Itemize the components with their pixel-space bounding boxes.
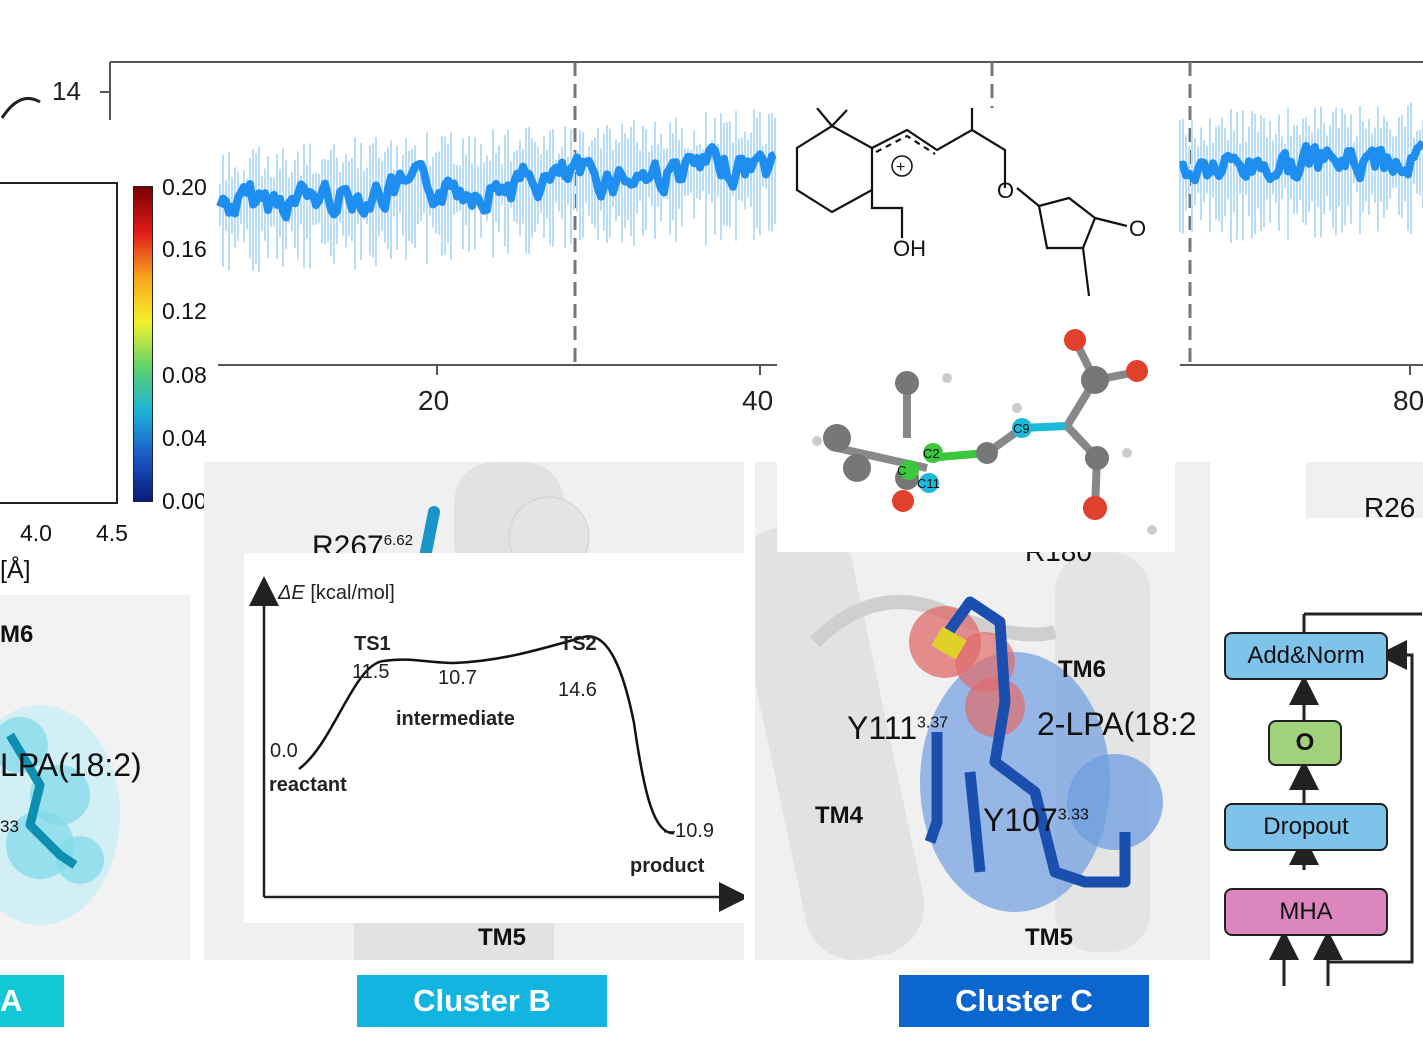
charge-symbol: + [896, 159, 905, 176]
energy-label-product: product [630, 855, 705, 877]
atom-label-c11: C11 [917, 476, 940, 491]
oxygen-label-1: O [997, 178, 1014, 203]
x-tick-label: 80 [1393, 385, 1423, 416]
tm6-label: M6 [0, 621, 34, 648]
colorbar-tick-label: 0.16 [162, 236, 207, 262]
trajectory-plot: 14 20 40 80 [0, 0, 1423, 470]
energy-value-ts2: 14.6 [558, 679, 597, 701]
atom-label-c2: C2 [923, 446, 940, 461]
cluster-c-label: Cluster C [899, 975, 1149, 1027]
transformer-connectors [1269, 612, 1422, 986]
energy-label-reactant: reactant [269, 774, 347, 796]
residue-y111-name: Y111 [847, 710, 917, 746]
energy-label-ts1: TS1 [354, 633, 391, 655]
transformer-block: Add&Norm O Dropout MHA [1200, 600, 1423, 1000]
residue-fragment-label: R26 [1364, 492, 1416, 518]
heatmap-x-tick-label: 4.0 [20, 520, 52, 546]
tm4-label: TM4 [815, 802, 863, 829]
tm5-label-c: TM5 [1025, 924, 1073, 951]
ligand-label: LPA(18:2) [0, 747, 142, 783]
energy-label-intermediate: intermediate [396, 708, 515, 730]
energy-diagram: ΔE [kcal/mol] 0.0 reactant TS1 11.5 10.7… [244, 553, 744, 923]
x-tick-label: 20 [418, 385, 449, 416]
x-tick-label: 40 [742, 385, 773, 416]
colorbar-gradient [133, 186, 153, 502]
y-tick-label: 14 [52, 76, 81, 106]
residue-y107-number: 3.33 [1057, 806, 1089, 824]
residue-y107-label: Y1073.33 [983, 802, 1089, 839]
energy-y-label: ΔE [kcal/mol] [277, 582, 395, 604]
atom-label-c9: C9 [1013, 421, 1030, 436]
cluster-b-label: Cluster B [357, 975, 607, 1027]
residue-sup-label: 33 [0, 817, 19, 836]
structure-2d [795, 108, 1128, 297]
oxygen-label-2: O [1129, 216, 1146, 241]
trajectory-svg: 14 20 40 80 [0, 61, 1423, 416]
residue-number: 6.62 [383, 532, 413, 549]
molecule-panel: + OH O O [777, 108, 1175, 552]
ligand-label-c: 2-LPA(18:2 [1037, 706, 1197, 742]
heatmap-frame [0, 182, 118, 504]
structure-3d [812, 329, 1157, 535]
residue-y111-label: Y1113.37 [847, 710, 948, 747]
energy-value-reactant: 0.0 [270, 740, 298, 762]
colorbar-tick-label: 0.00 [162, 488, 207, 514]
molecule-svg: + OH O O [795, 108, 1157, 535]
residue-y107-name: Y107 [983, 802, 1058, 838]
protein-panel-fragment: R26 [1306, 462, 1423, 518]
residue-y111-number: 3.37 [916, 714, 949, 732]
colorbar-tick-label: 0.12 [162, 298, 207, 324]
colorbar-tick-label: 0.04 [162, 425, 207, 451]
y-axis-label-fragment [0, 97, 41, 119]
energy-profile-curve [298, 635, 675, 835]
colorbar-panel: 0.20 0.16 0.12 0.08 0.04 0.00 4.0 4.5 [Å… [0, 174, 220, 592]
dropout-block: Dropout [1224, 803, 1388, 851]
output-block: O [1268, 720, 1342, 766]
energy-diagram-svg: ΔE [kcal/mol] 0.0 reactant TS1 11.5 10.7… [249, 576, 744, 912]
trajectory-line [1179, 139, 1423, 185]
heatmap-x-unit: [Å] [0, 556, 31, 584]
add-norm-block: Add&Norm [1224, 632, 1388, 680]
protein-render-a [0, 705, 120, 925]
protein-panel-a: M6 LPA(18:2) 33 [0, 595, 190, 960]
trajectory-line [216, 143, 777, 222]
tm6-label-c: TM6 [1058, 656, 1106, 683]
colorbar-tick-label: 0.08 [162, 362, 207, 388]
energy-value-product: –10.9 [664, 820, 714, 842]
energy-label-ts2: TS2 [560, 633, 597, 655]
energy-value-intermediate: 10.7 [438, 667, 477, 689]
cluster-a-label: A [0, 975, 64, 1027]
charge-circle [891, 155, 913, 177]
hydroxyl-label: OH [893, 236, 926, 261]
protein-render-c [755, 523, 1163, 960]
tm5-label-b: TM5 [478, 924, 526, 951]
mha-block: MHA [1224, 888, 1388, 936]
atom-label-c: C [897, 463, 906, 478]
energy-value-ts1: 11.5 [352, 661, 389, 683]
heatmap-x-tick-label: 4.5 [96, 520, 128, 546]
colorbar-tick-label: 0.20 [162, 174, 207, 200]
